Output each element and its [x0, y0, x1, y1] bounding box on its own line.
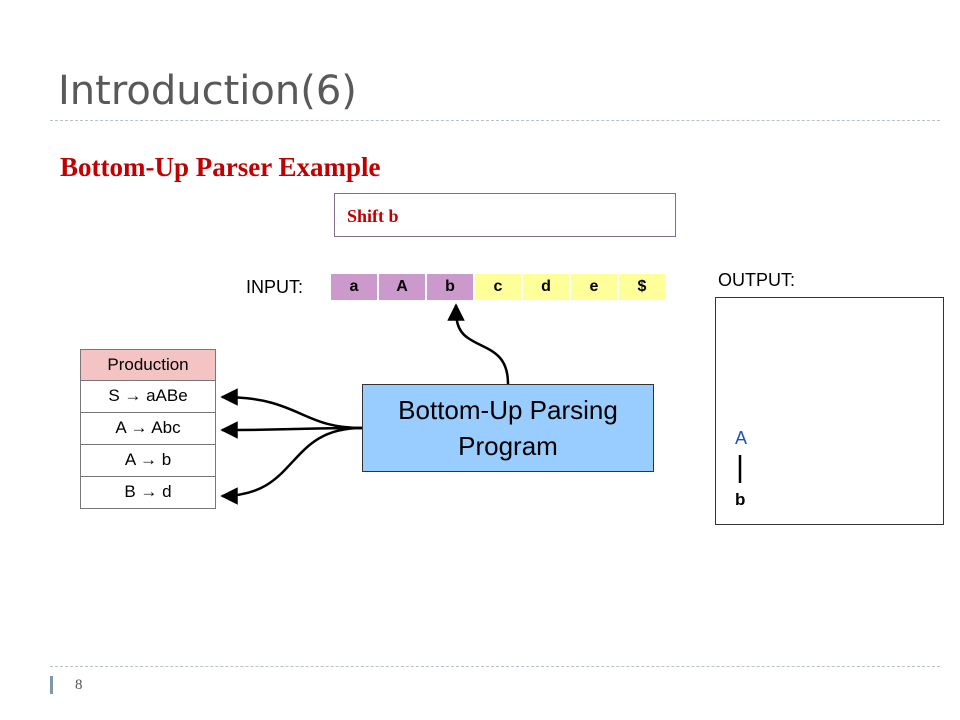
input-symbol-cell: b	[426, 273, 474, 301]
program-line-2: Program	[458, 431, 558, 461]
input-symbol-cell: A	[378, 273, 426, 301]
arrow-to-input	[447, 303, 510, 385]
page-number: 8	[75, 677, 83, 693]
footer-divider	[50, 666, 940, 667]
title-divider	[50, 120, 940, 121]
program-line-1: Bottom-Up Parsing	[398, 395, 618, 425]
parser-action-text: Shift b	[347, 206, 399, 226]
production-row: S → aABe	[80, 381, 216, 413]
arrow-to-production-4	[220, 426, 363, 505]
production-row: B → d	[80, 477, 216, 509]
production-row: A → Abc	[80, 413, 216, 445]
parser-action-box: Shift b	[334, 193, 676, 237]
arrow-to-production-2	[220, 421, 363, 439]
parsing-program-box: Bottom-Up Parsing Program	[362, 384, 654, 472]
slide-subtitle: Bottom-Up Parser Example	[60, 152, 381, 182]
tree-node-parent: A	[735, 428, 748, 448]
input-symbol-cell: $	[618, 273, 666, 301]
slide-title: Introduction(6)	[58, 68, 357, 114]
input-symbol-cell: e	[570, 273, 618, 301]
footer-marker	[50, 676, 53, 694]
output-box	[715, 297, 944, 525]
input-symbol-cell: c	[474, 273, 522, 301]
production-header: Production	[80, 349, 216, 381]
input-symbol-cell: d	[522, 273, 570, 301]
production-row: A → b	[80, 445, 216, 477]
output-label: OUTPUT:	[718, 270, 796, 290]
arrow-to-production-1	[220, 388, 363, 430]
tree-node-child: b	[735, 490, 746, 509]
input-label: INPUT:	[246, 277, 304, 297]
production-table: Production S → aABe A → Abc A → b B → d	[80, 349, 216, 509]
input-symbol-cell: a	[330, 273, 378, 301]
